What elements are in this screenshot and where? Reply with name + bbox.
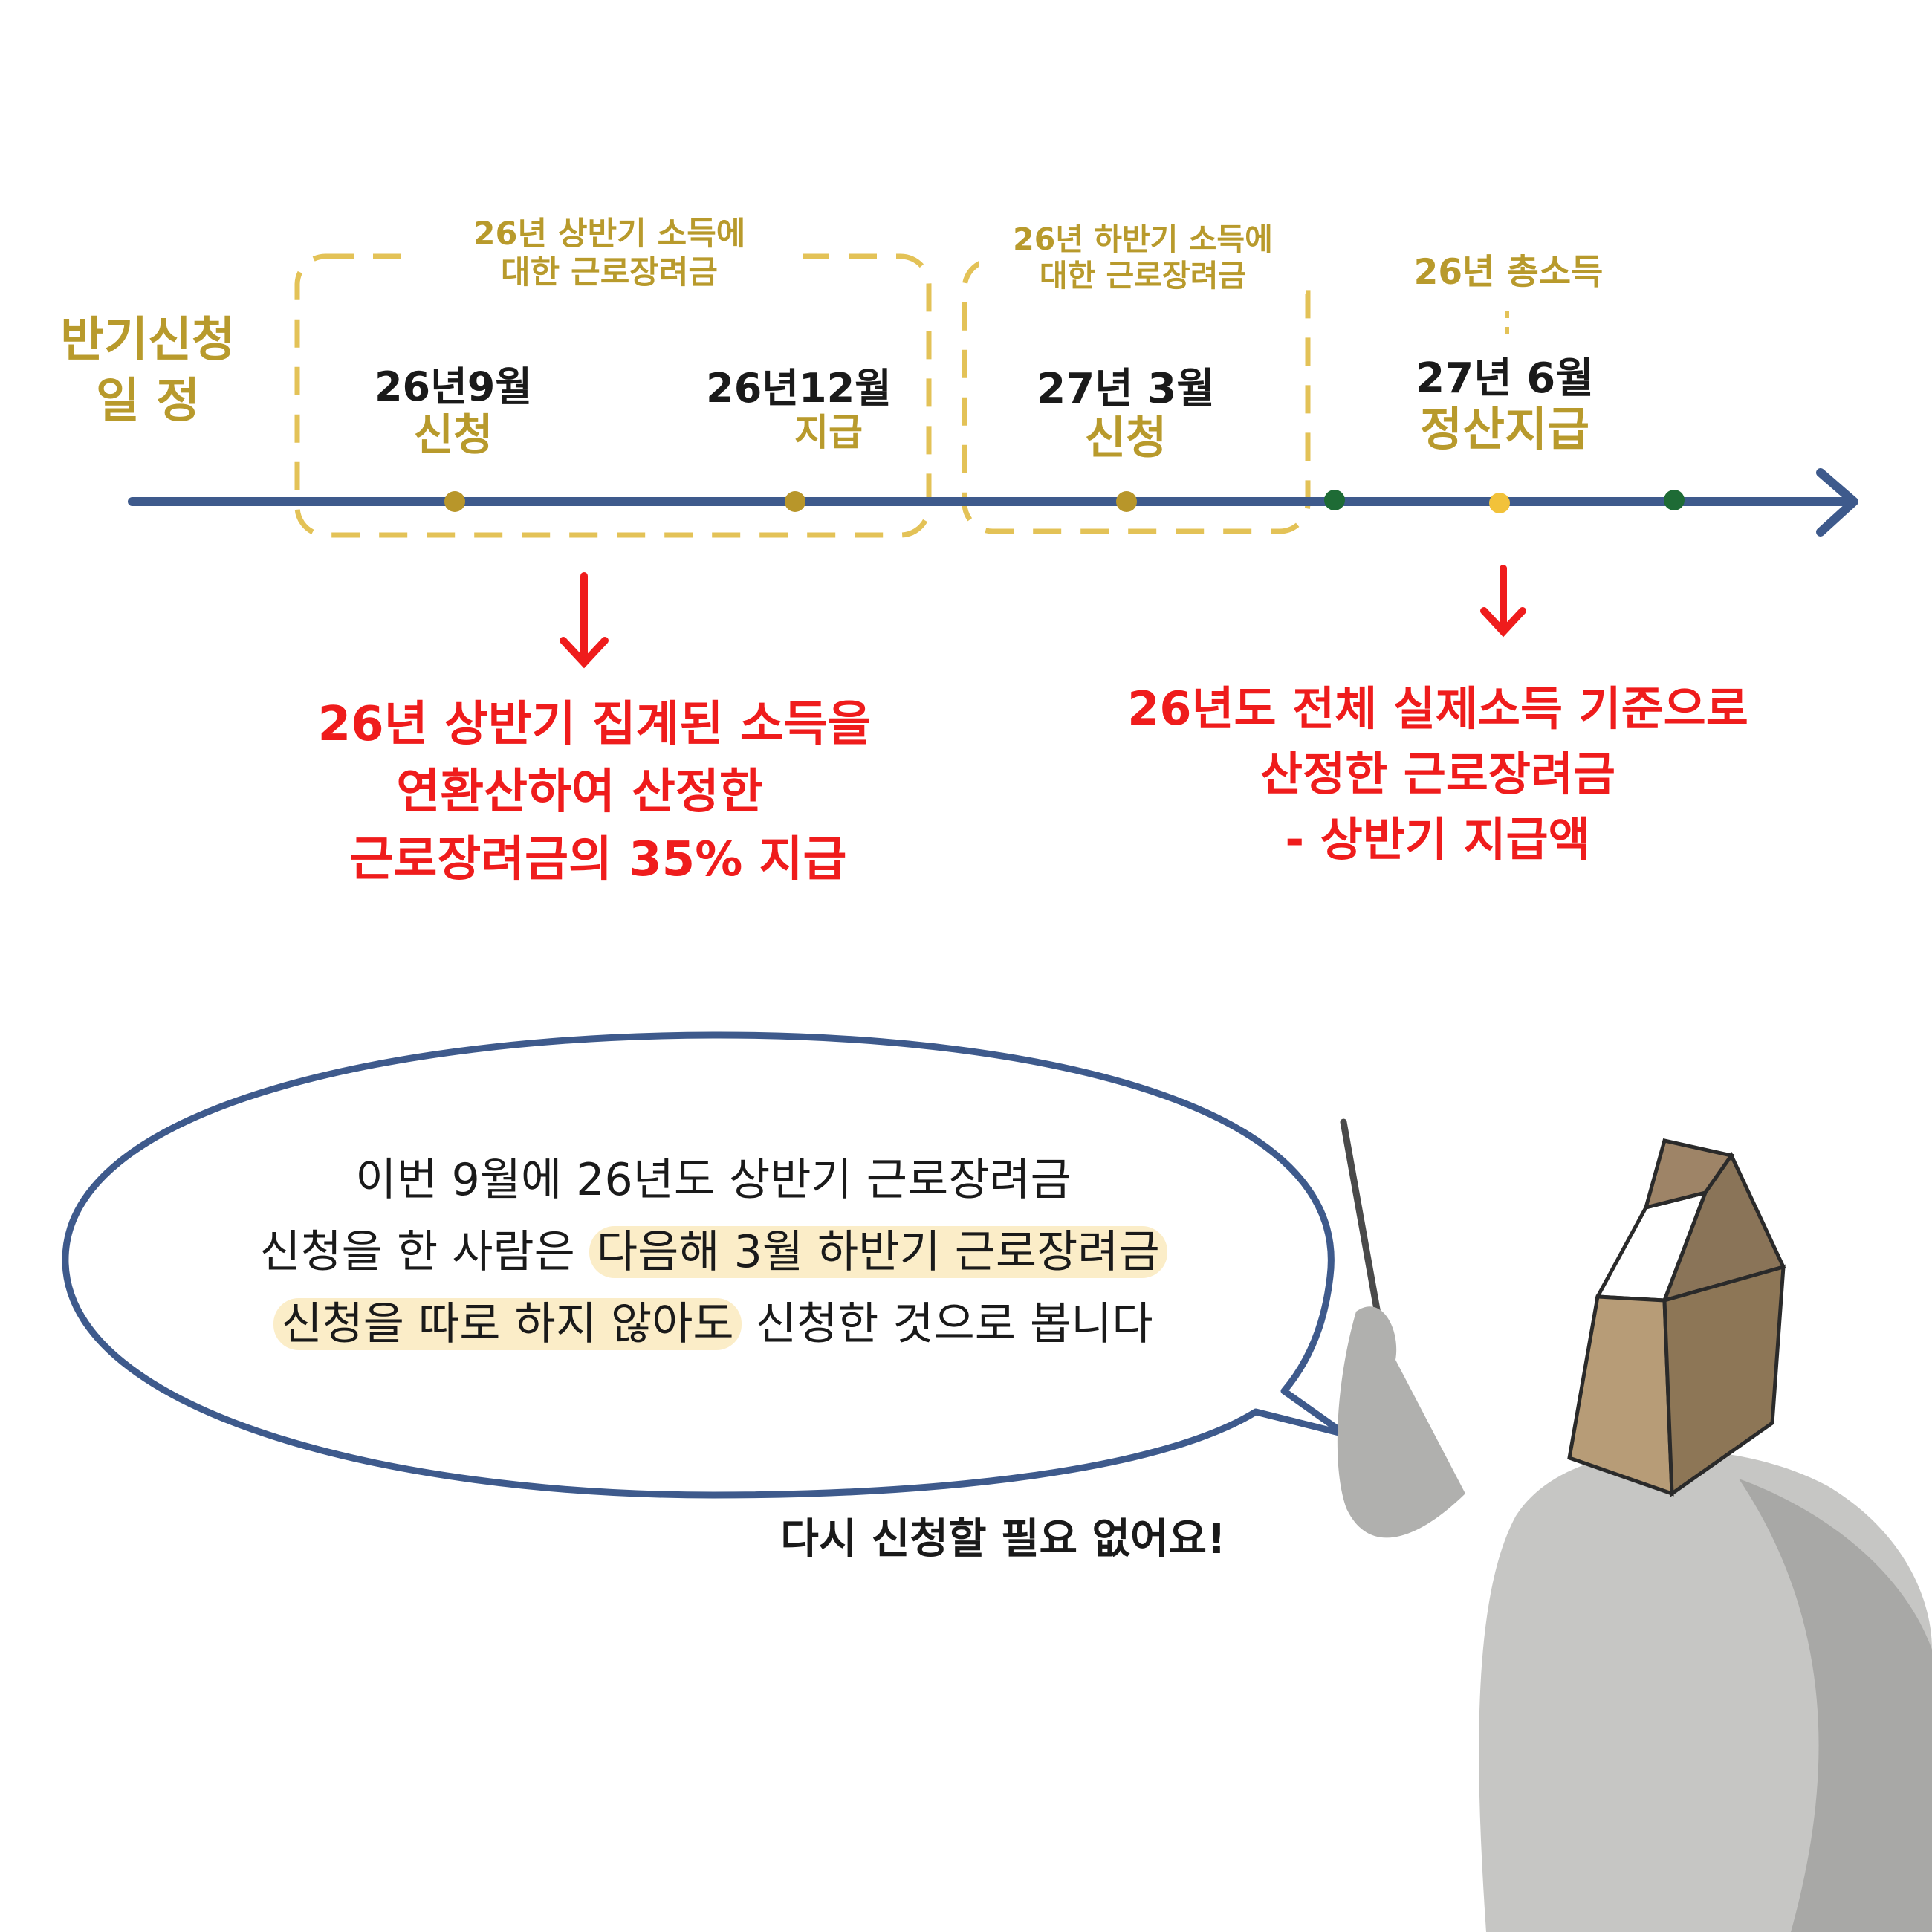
schedule-label-line2: 일 정: [95, 373, 201, 429]
schedule-label: 반기신청 일 정: [43, 311, 253, 432]
first-half-caption-line2: 대한 근로장려금: [501, 253, 718, 291]
speech-line1: 이번 9월에 26년도 상반기 근로장려금: [355, 1154, 1072, 1206]
note-left-line3: 근로장려금의 35% 지급: [349, 832, 847, 887]
event-date: 26년12월: [706, 365, 892, 412]
speech-line3: 신청을 따로 하지 않아도 신청한 것으로 봅니다: [111, 1288, 1315, 1361]
note-right-line1: 26년도 전체 실제소득 기준으로: [1127, 681, 1748, 736]
down-arrow-left-icon: [560, 572, 609, 669]
first-half-caption-line1: 26년 상반기 소득에: [473, 215, 746, 253]
first-half-caption: 26년 상반기 소득에 대한 근로장려금: [416, 215, 803, 293]
speech-text: 이번 9월에 26년도 상반기 근로장려금 신청을 한 사람은 다음해 3월 하…: [111, 1144, 1315, 1361]
note-left-line2: 연환산하여 산정한: [396, 764, 763, 820]
note-first-half: 26년 상반기 집계된 소득을 연환산하여 산정한 근로장려금의 35% 지급: [268, 691, 921, 894]
raised-arm: [1337, 1306, 1465, 1538]
speech-line2-highlight: 다음해 3월 하반기 근로장려금: [589, 1226, 1167, 1279]
speech-line2-plain: 신청을 한 사람은: [259, 1226, 575, 1279]
character-illustration: [1337, 1118, 1932, 1932]
event-date: 27년 3월: [1037, 365, 1215, 413]
second-half-caption-line2: 대한 근로장려금: [1039, 258, 1247, 294]
no-reapply-note: 다시 신청할 필요 없어요!: [780, 1515, 1226, 1563]
note-right-line3: - 상반기 지급액: [1285, 812, 1591, 867]
event-label: 정산지급: [1419, 402, 1590, 457]
timeline-dot-26-9: [444, 491, 465, 512]
event-date: 26년9월: [374, 363, 533, 410]
speech-line3-highlight: 신청을 따로 하지 않아도: [273, 1298, 742, 1351]
timeline-dot-26-12: [785, 491, 805, 512]
milk-box-side: [1662, 1264, 1786, 1497]
schedule-label-line1: 반기신청: [60, 313, 236, 368]
total-income-caption: 26년 총소득: [1413, 252, 1604, 293]
note-left-line1: 26년 상반기 집계된 소득을: [317, 697, 872, 752]
timeline-event-27-6: 27년 6월 정산지급: [1378, 354, 1631, 457]
note-settlement: 26년도 전체 실제소득 기준으로 산정한 근로장려금 - 상반기 지급액: [1081, 676, 1795, 872]
timeline-dot-27-6: [1489, 493, 1510, 513]
speech-line3-plain: 신청한 것으로 봅니다: [755, 1298, 1153, 1351]
note-right-line2: 산정한 근로장려금: [1260, 747, 1615, 802]
event-date: 27년 6월: [1416, 354, 1594, 403]
timeline-event-26-9: 26년9월 신청: [349, 363, 557, 461]
timeline-dot-green-2: [1664, 490, 1685, 510]
timeline-arrowhead: [1816, 468, 1858, 537]
torso-shadow: [1739, 1479, 1932, 1932]
speech-line2: 신청을 한 사람은 다음해 3월 하반기 근로장려금: [111, 1216, 1315, 1288]
event-label: 신청: [1084, 412, 1167, 465]
timeline-dot-27-3: [1116, 491, 1137, 512]
timeline-event-27-3: 27년 3월 신청: [1011, 365, 1241, 465]
event-label: 지급: [794, 411, 863, 455]
milk-box-front: [1567, 1294, 1674, 1497]
second-half-caption: 26년 하반기 소득에 대한 근로장려금: [979, 221, 1306, 295]
pointer-stick: [1340, 1118, 1384, 1334]
timeline-event-26-12: 26년12월 지급: [680, 365, 918, 455]
timeline-dot-green-1: [1324, 490, 1345, 510]
second-half-caption-line1: 26년 하반기 소득에: [1013, 221, 1273, 257]
down-arrow-right-icon: [1480, 565, 1526, 638]
event-label: 신청: [413, 409, 493, 461]
